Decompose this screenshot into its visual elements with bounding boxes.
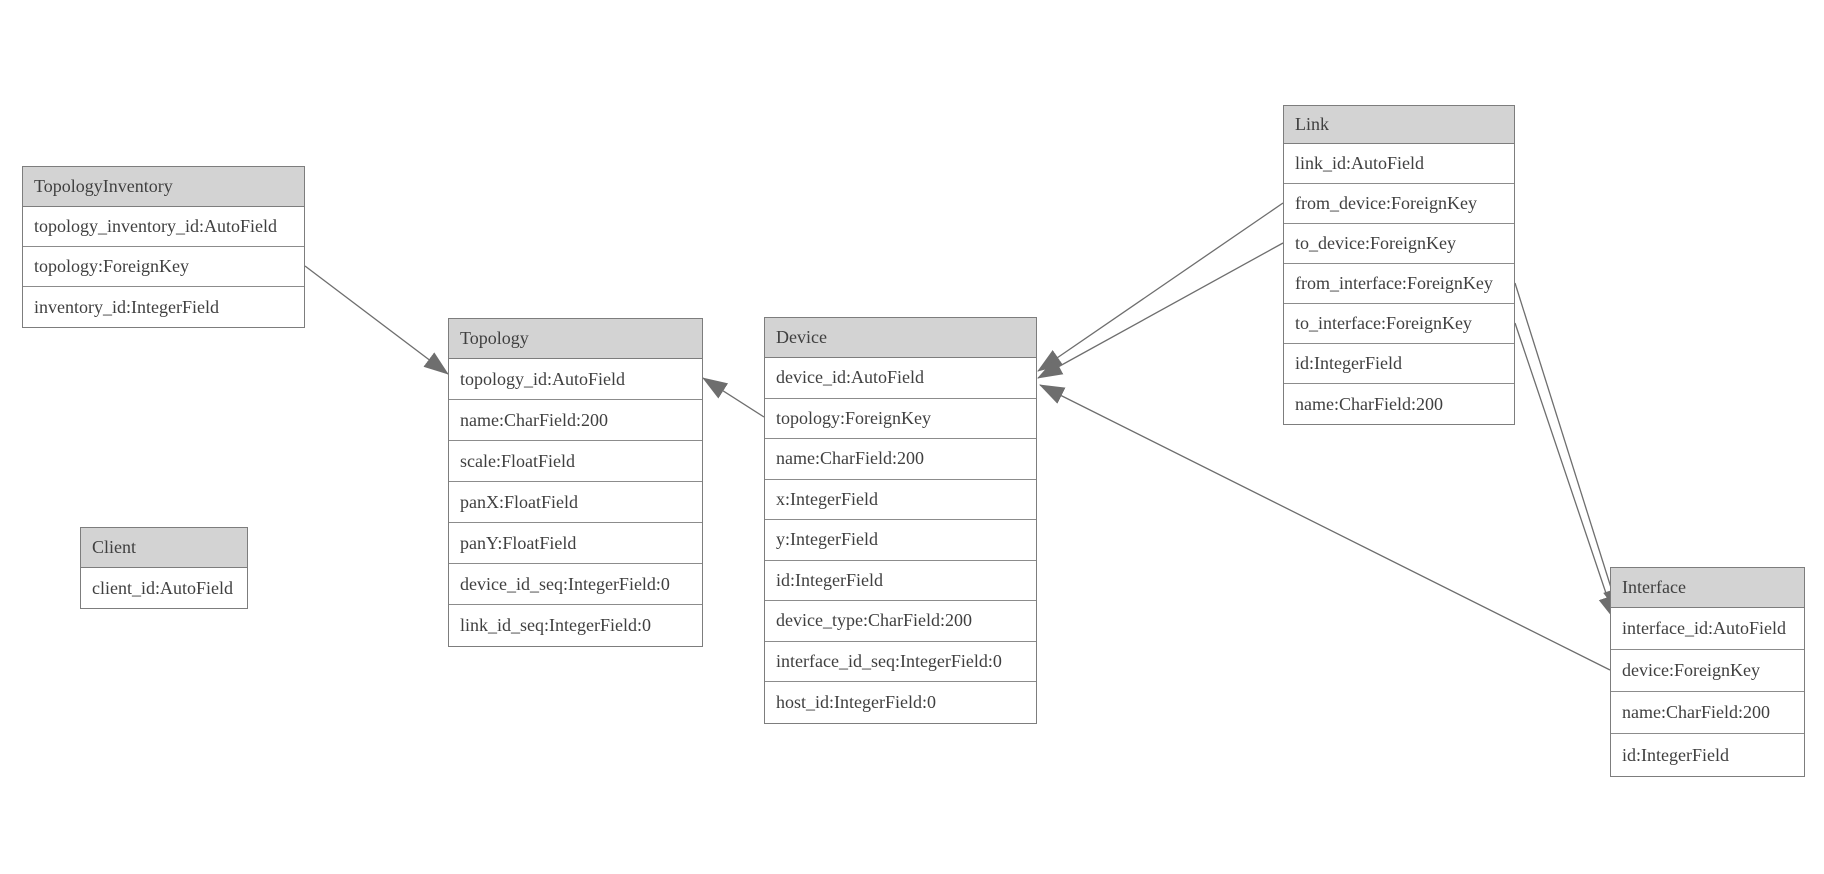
field-row: panX:FloatField: [449, 482, 702, 523]
entity-topology-inventory: TopologyInventory topology_inventory_id:…: [22, 166, 305, 328]
field-row: panY:FloatField: [449, 523, 702, 564]
entity-title: Topology: [449, 319, 702, 359]
field-row: name:CharField:200: [765, 439, 1036, 480]
entity-title: Client: [81, 528, 247, 568]
field-row: topology_inventory_id:AutoField: [23, 207, 304, 247]
field-row: topology:ForeignKey: [765, 398, 1036, 439]
relation-device-topology: [702, 377, 765, 418]
entity-title: Interface: [1611, 568, 1804, 608]
field-row: device:ForeignKey: [1611, 650, 1804, 692]
field-row: link_id_seq:IntegerField:0: [449, 605, 702, 646]
field-row: from_device:ForeignKey: [1284, 184, 1514, 224]
relation-interface-device: [1039, 384, 1611, 671]
field-row: client_id:AutoField: [81, 568, 247, 608]
field-row: scale:FloatField: [449, 441, 702, 482]
field-row: device_type:CharField:200: [765, 601, 1036, 642]
entity-link: Link link_id:AutoField from_device:Forei…: [1283, 105, 1515, 425]
entity-title: Link: [1284, 106, 1514, 144]
field-row: host_id:IntegerField:0: [765, 682, 1036, 723]
field-row: topology:ForeignKey: [23, 247, 304, 287]
field-row: interface_id_seq:IntegerField:0: [765, 641, 1036, 682]
field-row: topology_id:AutoField: [449, 359, 702, 400]
entity-title: Device: [765, 318, 1036, 358]
relation-link-tointerface-interface: [1514, 322, 1616, 621]
relation-link-fromdevice-device: [1037, 202, 1284, 372]
field-row: x:IntegerField: [765, 479, 1036, 520]
field-row: id:IntegerField: [765, 560, 1036, 601]
field-row: device_id:AutoField: [765, 358, 1036, 399]
entity-interface: Interface interface_id:AutoField device:…: [1610, 567, 1805, 777]
field-row: interface_id:AutoField: [1611, 608, 1804, 650]
field-row: name:CharField:200: [449, 400, 702, 441]
field-row: name:CharField:200: [1611, 692, 1804, 734]
field-row: y:IntegerField: [765, 520, 1036, 561]
entity-title: TopologyInventory: [23, 167, 304, 207]
field-row: id:IntegerField: [1284, 344, 1514, 384]
relation-link-todevice-device: [1037, 242, 1284, 379]
relation-link-frominterface-interface: [1514, 282, 1621, 614]
entity-topology: Topology topology_id:AutoField name:Char…: [448, 318, 703, 647]
field-row: link_id:AutoField: [1284, 144, 1514, 184]
field-row: to_device:ForeignKey: [1284, 224, 1514, 264]
field-row: id:IntegerField: [1611, 734, 1804, 776]
field-row: device_id_seq:IntegerField:0: [449, 564, 702, 605]
entity-device: Device device_id:AutoField topology:Fore…: [764, 317, 1037, 724]
entity-client: Client client_id:AutoField: [80, 527, 248, 609]
field-row: to_interface:ForeignKey: [1284, 304, 1514, 344]
relation-topologyinventory-topology: [304, 265, 449, 375]
field-row: from_interface:ForeignKey: [1284, 264, 1514, 304]
field-row: name:CharField:200: [1284, 384, 1514, 424]
field-row: inventory_id:IntegerField: [23, 287, 304, 327]
